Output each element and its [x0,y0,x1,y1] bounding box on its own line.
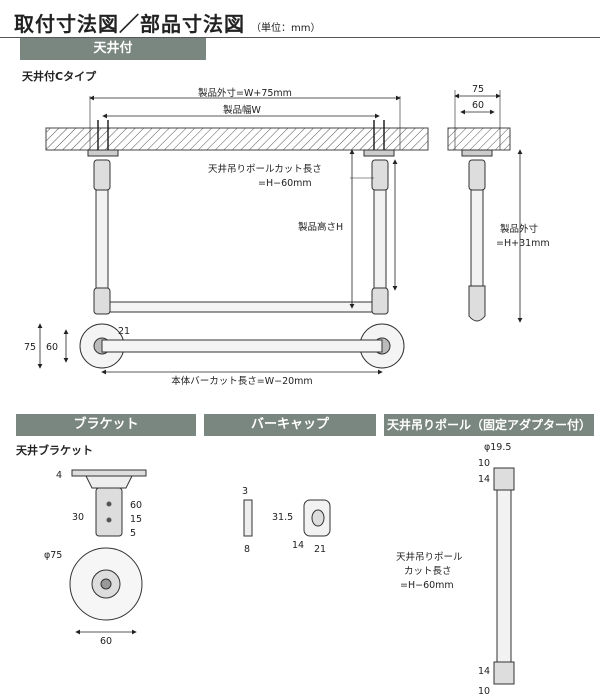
ceiling-hatch [45,127,429,151]
dim-cap-8: 8 [244,544,250,555]
dim-cap-14: 14 [292,540,304,551]
pole-body [496,489,512,663]
dim-pole-top14: 14 [478,474,490,485]
dim-cap-21: 21 [314,544,326,555]
dim-bracket-30: 30 [72,512,84,523]
dim-outer-height-2: =H+31mm [496,238,550,249]
dim-cap-3: 3 [242,486,248,497]
dim-side-60: 60 [472,100,484,111]
pole-label-3: =H−60mm [400,580,454,591]
ceiling-side-view: 75 60 製品外寸 =H+31mm [447,84,550,323]
dim-pole-dia: φ19.5 [484,442,511,453]
band-ceiling: 天井付 [20,38,206,60]
page-title: 取付寸法図／部品寸法図（単位：mm） [14,12,321,36]
dim-side-75: 75 [472,84,484,95]
dim-pole-top10: 10 [478,458,490,469]
right-pole-adapter [371,159,389,191]
dim-bracket-60: 60 [130,500,142,511]
dim-cap-31-5: 31.5 [272,512,293,523]
bar-cap-drawing: 3 8 31.5 14 21 [242,486,331,555]
band-pole: 天井吊りポール（固定アダプター付） [384,414,594,436]
dim-product-width: 製品幅W [223,104,262,116]
ceiling-front-view: 製品外寸=W+75mm 製品幅W 天井吊りポールカット長さ =H−60mm 製品… [45,87,429,315]
pole-drawing: φ19.5 10 14 天井吊りポール カット長さ =H−60mm 14 10 [396,442,515,697]
dim-outer-width: 製品外寸=W+75mm [198,87,292,99]
dim-plan-21: 21 [118,326,130,337]
dim-bracket-5: 5 [130,528,136,539]
dim-bracket-15: 15 [130,514,142,525]
pole-label-2: カット長さ [404,566,452,577]
dim-pole-bot10: 10 [478,686,490,697]
unit-note: （単位：mm） [251,23,321,34]
dim-bracket-4: 4 [56,470,62,481]
band-bar-cap: バーキャップ [204,414,376,436]
title-rule [0,37,600,38]
left-pole-adapter [93,159,111,191]
band-bracket: ブラケット [16,414,196,436]
left-pole [95,189,109,289]
dim-outer-height-1: 製品外寸 [500,223,539,235]
bracket-drawing: 4 60 30 15 5 φ75 60 [44,469,147,647]
dim-pole-bot14: 14 [478,666,490,677]
plan-bar [101,339,383,353]
ceiling-plan-view: 75 60 21 本体バーカット長さ=W−20mm [24,323,405,387]
dim-product-height: 製品高さH [298,221,343,233]
dim-bracket-base60: 60 [100,636,112,647]
label-pole-cut-1: 天井吊りポールカット長さ [208,163,322,175]
pole-label-1: 天井吊りポール [396,551,463,563]
label-pole-cut-2: =H−60mm [258,178,312,189]
right-pole [373,189,387,289]
subtitle-ceiling-c: 天井付Cタイプ [22,70,97,83]
dim-plan-60: 60 [46,342,58,353]
front-bar [109,301,373,313]
subtitle-bracket: 天井ブラケット [16,444,93,457]
dim-bracket-dia75: φ75 [44,550,62,561]
dim-plan-75: 75 [24,342,36,353]
dim-bar-cut: 本体バーカット長さ=W−20mm [171,375,312,387]
